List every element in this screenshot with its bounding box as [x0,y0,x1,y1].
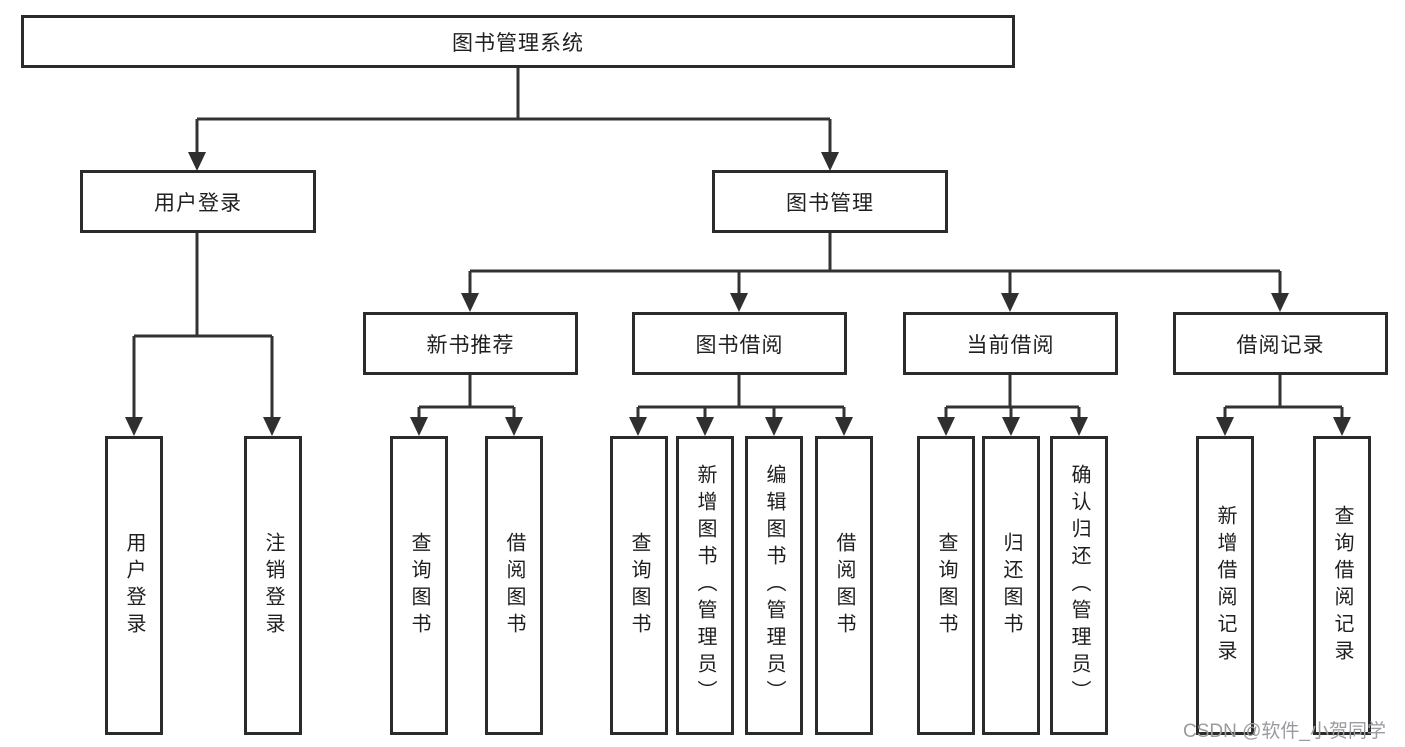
leaf-add-borrow-record: 新增借阅记录 [1196,436,1254,735]
leaf-logout: 注销登录 [244,436,302,735]
arrowhead [1002,417,1020,436]
leaf-label: 用户登录 [123,531,145,640]
leaf-borrow-books: 借阅图书 [815,436,873,735]
connector-user-login-children [125,232,281,436]
node-borrow-records: 借阅记录 [1173,312,1388,375]
leaf-add-book-admin: 新增图书（管理员） [676,436,734,735]
arrowhead [629,417,647,436]
arrowhead [1001,293,1019,312]
arrowhead [263,417,281,436]
node-new-book-recommend: 新书推荐 [363,312,578,375]
connector-root-to-level2 [188,67,839,171]
node-label: 图书借阅 [695,333,784,357]
leaf-borrow-books-recommend: 借阅图书 [485,436,543,735]
arrowhead [505,417,523,436]
leaf-confirm-return-admin: 确认归还（管理员） [1050,436,1108,735]
node-current-borrow: 当前借阅 [903,312,1118,375]
connector-current-borrow-children [937,375,1088,436]
leaf-label: 新增借阅记录 [1214,504,1236,667]
csdn-watermark: CSDN @软件_小贺同学 [1183,721,1386,742]
arrowhead [730,293,748,312]
leaf-label: 借阅图书 [833,531,855,640]
leaf-label: 注销登录 [262,531,284,640]
arrowhead [1333,417,1351,436]
leaf-label: 查询借阅记录 [1331,504,1353,667]
node-book-borrow: 图书借阅 [632,312,847,375]
leaf-label: 查询图书 [408,531,430,640]
node-label: 图书管理 [786,191,874,215]
leaf-label: 借阅图书 [503,531,525,640]
arrowhead [765,417,783,436]
node-user-login: 用户登录 [80,170,316,233]
leaf-return-book: 归还图书 [982,436,1040,735]
node-label: 用户登录 [154,191,242,215]
leaf-label: 编辑图书（管理员） [763,464,785,707]
arrowhead [125,417,143,436]
leaf-label: 归还图书 [1000,531,1022,640]
leaf-query-books-borrow: 查询图书 [610,436,668,735]
node-library-management-system: 图书管理系统 [21,15,1015,68]
leaf-query-books-recommend: 查询图书 [390,436,448,735]
arrowhead [410,417,428,436]
arrowhead [696,417,714,436]
connector-book-management-children [461,232,1289,312]
leaf-label: 查询图书 [628,531,650,640]
arrowhead [1070,417,1088,436]
arrowhead [461,293,479,312]
arrowhead [188,152,206,171]
leaf-label: 新增图书（管理员） [694,464,716,707]
arrowhead [835,417,853,436]
arrowhead [1216,417,1234,436]
node-label: 当前借阅 [966,333,1055,357]
connector-new-book-recommend-children [410,375,523,436]
arrowhead [937,417,955,436]
connector-borrow-records-children [1216,375,1351,436]
leaf-user-login: 用户登录 [105,436,163,735]
node-label: 新书推荐 [426,333,515,357]
leaf-label: 查询图书 [935,531,957,640]
node-label: 图书管理系统 [452,31,584,55]
leaf-query-borrow-record: 查询借阅记录 [1313,436,1371,735]
leaf-query-books-current: 查询图书 [917,436,975,735]
arrowhead [1271,293,1289,312]
leaf-label: 确认归还（管理员） [1068,464,1090,707]
leaf-edit-book-admin: 编辑图书（管理员） [745,436,803,735]
connector-book-borrow-children [629,375,853,436]
arrowhead [821,152,839,171]
node-label: 借阅记录 [1236,333,1325,357]
node-book-management: 图书管理 [712,170,948,233]
